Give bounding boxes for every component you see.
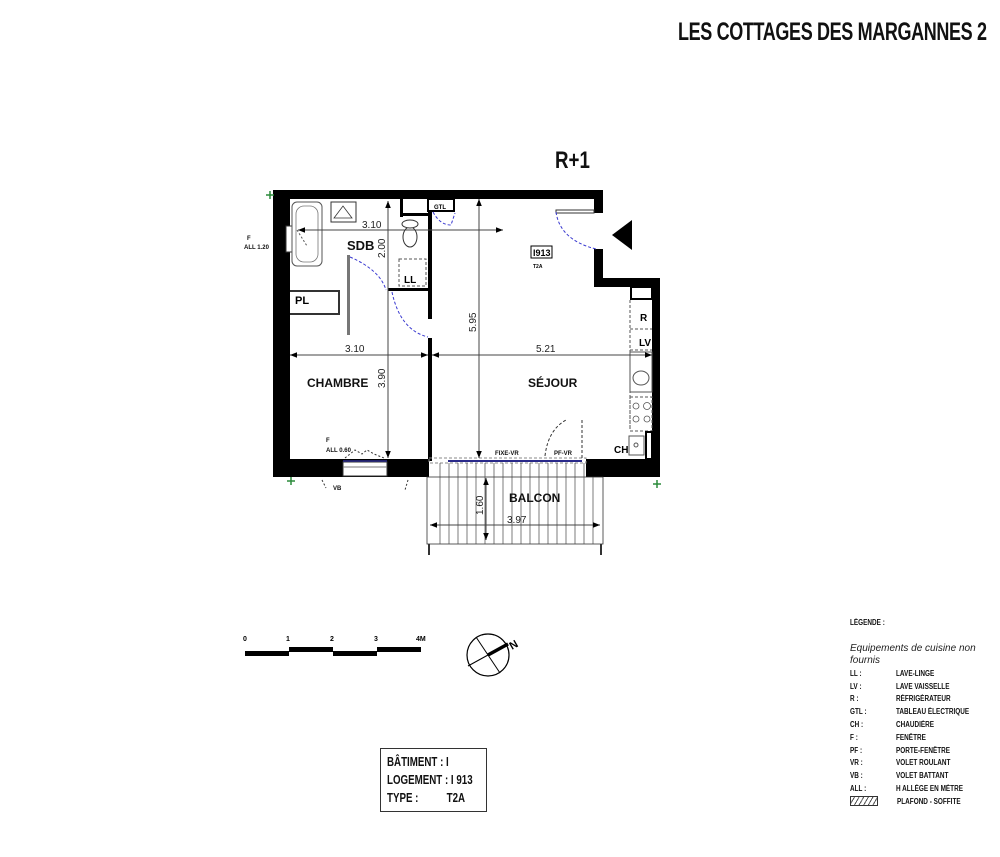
sdb-window-all: ALL 1.20 — [244, 245, 270, 251]
hatch-swatch-icon — [850, 796, 878, 807]
fixture-ll: LL — [404, 275, 416, 286]
dim-sejour-width: 5.21 — [536, 344, 556, 355]
room-chambre: CHAMBRE — [307, 376, 368, 390]
unit-info-box: BÂTIMENT : I LOGEMENT : I 913 TYPE : T2A — [380, 748, 487, 812]
pf-vr-label: PF-VR — [554, 451, 573, 457]
cooktop — [632, 402, 651, 423]
legend-item: LV :LAVE VAISSELLE — [850, 681, 950, 691]
entrance-arrow-icon — [612, 220, 632, 250]
scale-tick-4: 4M — [416, 636, 426, 643]
logement-value: I 913 — [450, 772, 473, 787]
fixe-vr-label: FIXE-VR — [495, 451, 519, 457]
scale-tick-2: 2 — [330, 636, 334, 643]
dim-chambre-depth: 3.90 — [377, 368, 388, 388]
vb-label: VB — [333, 486, 342, 492]
scale-tick-0: 0 — [243, 636, 247, 643]
dim-sdb-depth: 2.00 — [377, 238, 388, 258]
legend-item: ALL :H ALLÈGE EN MÈTRE — [850, 784, 963, 794]
logement-label: LOGEMENT : — [387, 772, 449, 787]
legend-title: LÉGENDE : — [850, 618, 885, 627]
legend-item: GTL :TABLEAU ÉLECTRIQUE — [850, 707, 970, 717]
project-title: LES COTTAGES DES MARGANNES 2 — [678, 18, 987, 46]
legend: LÉGENDE : Equipements de cuisine non fou… — [850, 618, 990, 808]
type-label: TYPE : — [387, 790, 419, 805]
chambre-window-f: F — [326, 438, 330, 444]
legend-item: PF :PORTE-FENÊTRE — [850, 745, 951, 755]
legend-item: CH :CHAUDIÈRE — [850, 720, 935, 730]
chambre-window — [342, 461, 388, 477]
scale-tick-3: 3 — [374, 636, 378, 643]
chambre-window-all: ALL 0.60 — [326, 448, 352, 454]
legend-item: VB :VOLET BATTANT — [850, 771, 949, 781]
scale-bar — [245, 647, 421, 656]
exterior-walls — [273, 190, 660, 477]
legend-note: Equipements de cuisine non fournis — [850, 643, 976, 666]
sdb-window-f: F — [247, 236, 251, 242]
fixture-lv: LV — [639, 338, 651, 349]
dim-balcon-depth: 1.60 — [475, 495, 486, 515]
compass-north-label: N — [508, 638, 521, 652]
fixture-r: R — [640, 313, 648, 324]
dim-sejour-depth: 5.95 — [468, 312, 479, 332]
fixture-gtl: GTL — [434, 205, 446, 211]
room-sdb: SDB — [347, 238, 374, 253]
fixture-pl: PL — [295, 295, 309, 307]
sdb-sink — [330, 201, 357, 223]
compass-icon: N — [466, 633, 521, 677]
dim-balcon-width: 3.97 — [507, 515, 527, 526]
legend-item: F :FENÊTRE — [850, 732, 926, 742]
legend-item: LL :LAVE-LINGE — [850, 668, 935, 678]
scale-tick-1: 1 — [286, 636, 290, 643]
room-sejour: SÉJOUR — [528, 375, 578, 390]
dim-chambre-width: 3.10 — [345, 344, 365, 355]
legend-item: VR :VOLET ROULANT — [850, 758, 951, 768]
interior-partitions — [388, 199, 432, 461]
boiler — [628, 435, 645, 456]
unit-tag: I913 — [533, 248, 551, 258]
legend-item-soffite: PLAFOND - SOFFITE — [850, 795, 990, 808]
room-balcon: BALCON — [509, 491, 560, 505]
legend-item: R :RÉFRIGÉRATEUR — [850, 694, 951, 704]
floor-level-label: R+1 — [555, 147, 590, 174]
unit-type-tag: T2A — [533, 264, 543, 270]
batiment-label: BÂTIMENT : — [387, 754, 444, 769]
dim-sdb-width: 3.10 — [362, 220, 382, 231]
type-value: T2A — [446, 790, 466, 805]
fixture-ch: CH — [614, 445, 628, 456]
batiment-value: I — [446, 754, 449, 769]
balcony-slats — [426, 476, 604, 545]
